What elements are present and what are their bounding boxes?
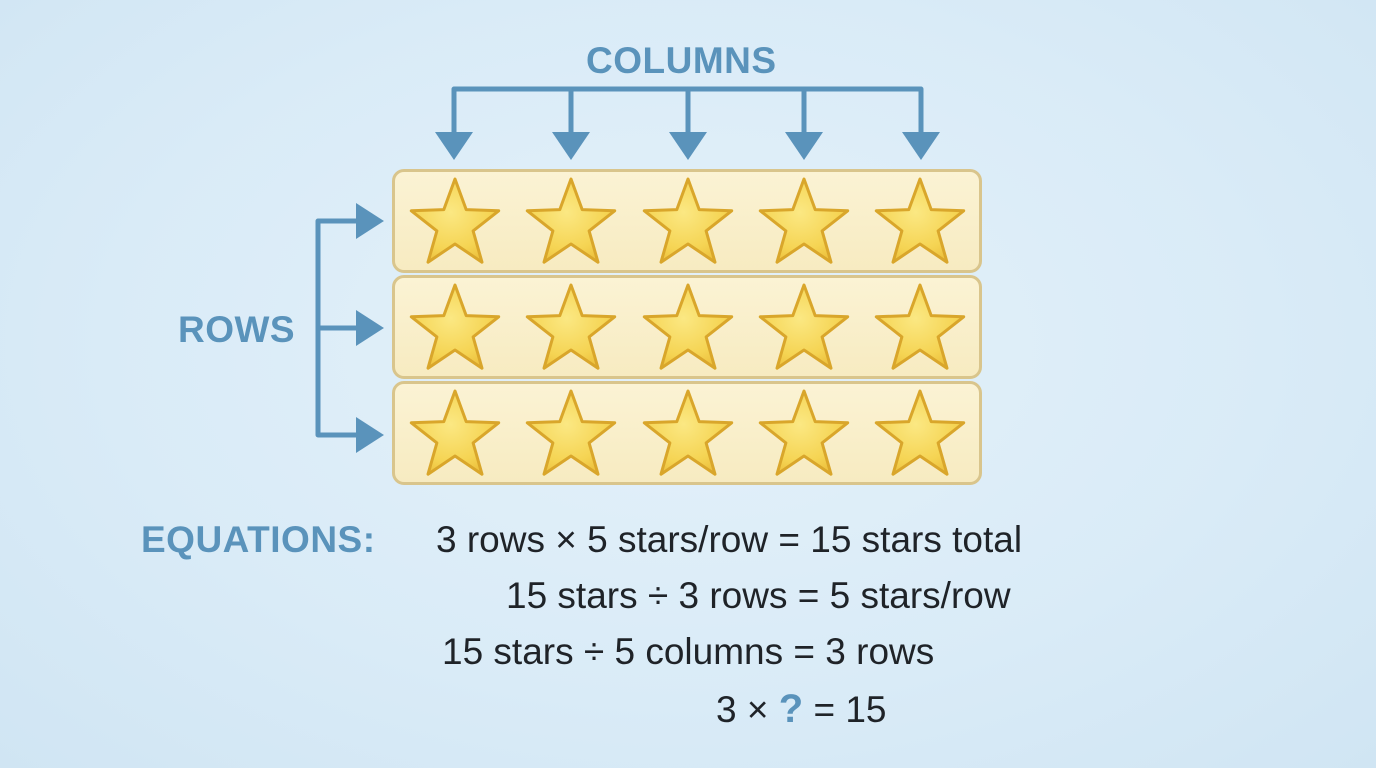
star-icon xyxy=(758,283,850,370)
star-icon xyxy=(642,283,734,370)
equation-missing-factor-left: 3 × xyxy=(716,689,779,730)
equation-missing-factor: 3 × ? = 15 xyxy=(716,687,887,732)
column-arrowhead-5 xyxy=(902,132,940,160)
equation-missing-factor-right: = 15 xyxy=(803,689,887,730)
star-icon xyxy=(409,283,501,370)
star-icon xyxy=(758,389,850,476)
column-arrowheads xyxy=(435,132,940,160)
star-icon xyxy=(874,177,966,264)
star-icon xyxy=(525,283,617,370)
equation-division-by-columns: 15 stars ÷ 5 columns = 3 rows xyxy=(442,631,935,672)
row-arrowhead-3 xyxy=(356,417,384,453)
row-arrowhead-2 xyxy=(356,310,384,346)
star-icon xyxy=(525,177,617,264)
equation-multiplication: 3 rows × 5 stars/row = 15 stars total xyxy=(436,519,1023,560)
star-icon xyxy=(642,389,734,476)
column-arrowhead-3 xyxy=(669,132,707,160)
equations-label: EQUATIONS: xyxy=(141,519,376,560)
star-icon xyxy=(874,283,966,370)
star-icon xyxy=(874,389,966,476)
column-arrowhead-2 xyxy=(552,132,590,160)
star-icon xyxy=(642,177,734,264)
columns-bracket xyxy=(451,86,924,139)
rows-bracket xyxy=(315,218,363,438)
row-arrowhead-1 xyxy=(356,203,384,239)
star-icon xyxy=(409,389,501,476)
star-icon xyxy=(409,177,501,264)
row-arrowheads xyxy=(356,203,384,453)
star-icon xyxy=(525,389,617,476)
column-arrowhead-1 xyxy=(435,132,473,160)
equation-division-by-rows: 15 stars ÷ 3 rows = 5 stars/row xyxy=(506,575,1011,616)
columns-label: COLUMNS xyxy=(586,40,777,81)
unknown-factor-question-mark: ? xyxy=(778,687,804,731)
star-icon xyxy=(758,177,850,264)
rows-label: ROWS xyxy=(178,309,296,350)
column-arrowhead-4 xyxy=(785,132,823,160)
